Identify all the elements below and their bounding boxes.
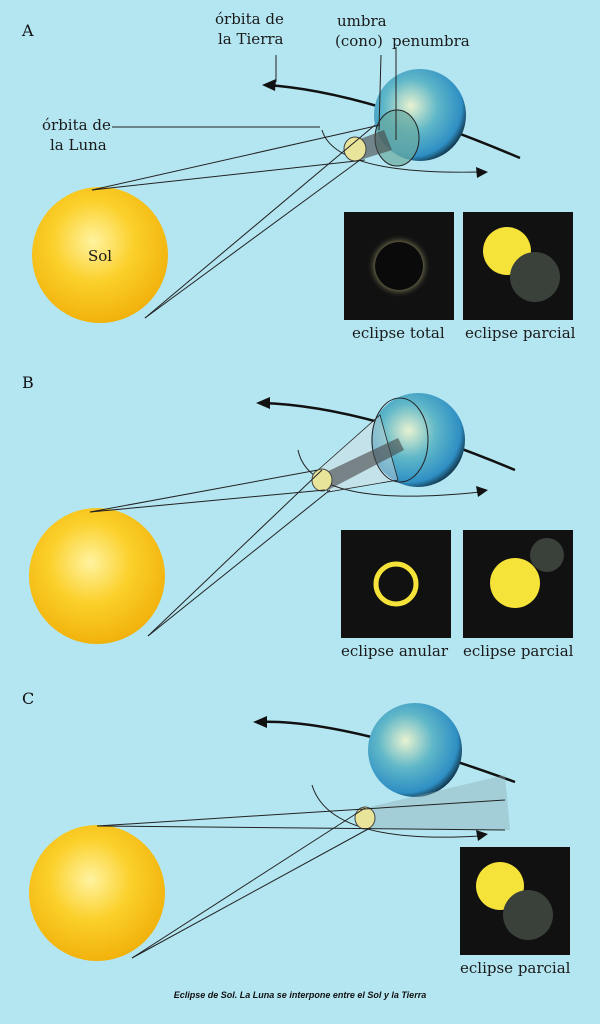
figure-caption: Eclipse de Sol. La Luna se interpone ent… xyxy=(174,990,426,1000)
moon xyxy=(343,136,367,162)
penumbra-label: penumbra xyxy=(392,32,470,50)
arrowhead-icon xyxy=(476,167,488,178)
moon-orbit-label: la Luna xyxy=(50,136,107,154)
panel-letter: B xyxy=(22,373,34,392)
view-label: eclipse total xyxy=(352,324,445,342)
moon xyxy=(354,806,376,830)
sun-label: Sol xyxy=(88,247,112,265)
earth-orbit-arrow xyxy=(256,720,516,784)
panel-b: B eclipse anular eclipse parcial xyxy=(22,373,574,660)
moon xyxy=(311,468,333,492)
panel-letter: C xyxy=(22,689,34,708)
sun xyxy=(32,187,168,323)
sun xyxy=(29,825,165,961)
view-label: eclipse anular xyxy=(341,642,449,660)
moon-orbit xyxy=(297,449,481,497)
earth xyxy=(368,703,462,797)
panel-letter: A xyxy=(21,21,34,40)
view-label: eclipse parcial xyxy=(460,959,571,977)
shadow-cone xyxy=(365,775,510,830)
moon-orbit xyxy=(321,129,481,173)
panel-a: A Sol órbita de la Tierra umbra (cono) p… xyxy=(21,10,576,342)
umbra-label: (cono) xyxy=(335,32,383,50)
earth xyxy=(371,393,465,487)
view-label: eclipse parcial xyxy=(463,642,574,660)
arrowhead-icon xyxy=(262,79,276,91)
panel-c: C eclipse parcial xyxy=(22,689,571,977)
annular-eclipse-view xyxy=(341,530,451,638)
earth-orbit-label: la Tierra xyxy=(218,30,284,48)
earth-orbit-label: órbita de xyxy=(215,10,284,28)
umbra-label: umbra xyxy=(337,12,387,30)
view-label: eclipse parcial xyxy=(465,324,576,342)
moon-orbit-label: órbita de xyxy=(42,116,111,134)
sun xyxy=(29,508,165,644)
